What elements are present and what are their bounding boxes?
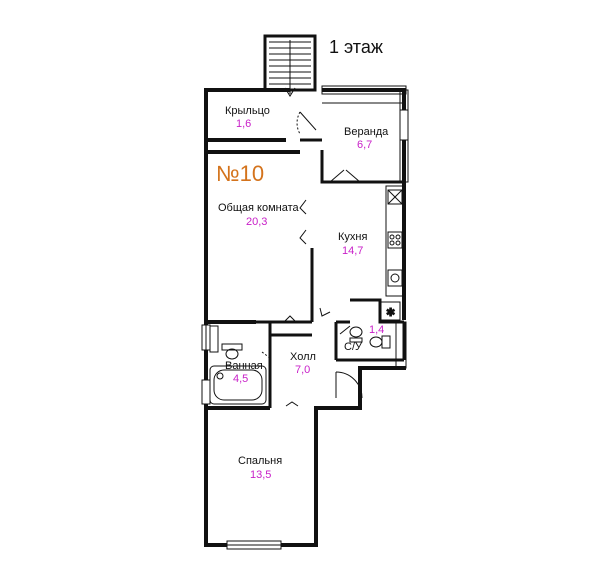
wc-fixtures [349,321,407,369]
room-name-porch: Крыльцо [225,105,270,117]
room-name-wc: С/У [344,341,363,353]
room-area-wc: 1,4 [369,324,384,336]
room-name-bedroom: Спальня [238,455,282,467]
room-area-living: 20,3 [246,216,267,228]
room-area-veranda: 6,7 [357,139,372,151]
room-area-kitchen: 14,7 [342,245,363,257]
kitchen-fixtures: ✱ [379,185,405,321]
unit-number: №10 [216,161,264,186]
room-area-bath: 4,5 [233,373,248,385]
windows [201,109,409,550]
room-name-bath: Ванная [225,360,263,372]
room-area-hall: 7,0 [295,364,310,376]
room-name-living: Общая комната [218,202,300,214]
doors [261,111,363,407]
room-name-veranda: Веранда [344,126,389,138]
outer-walls [204,88,406,547]
floor-label: 1 этаж [329,37,383,57]
room-name-kitchen: Кухня [338,231,367,243]
staircase [263,34,317,97]
room-name-hall: Холл [290,351,316,363]
room-area-bedroom: 13,5 [250,469,271,481]
room-area-porch: 1,6 [236,118,251,130]
svg-text:✱: ✱ [386,307,395,319]
